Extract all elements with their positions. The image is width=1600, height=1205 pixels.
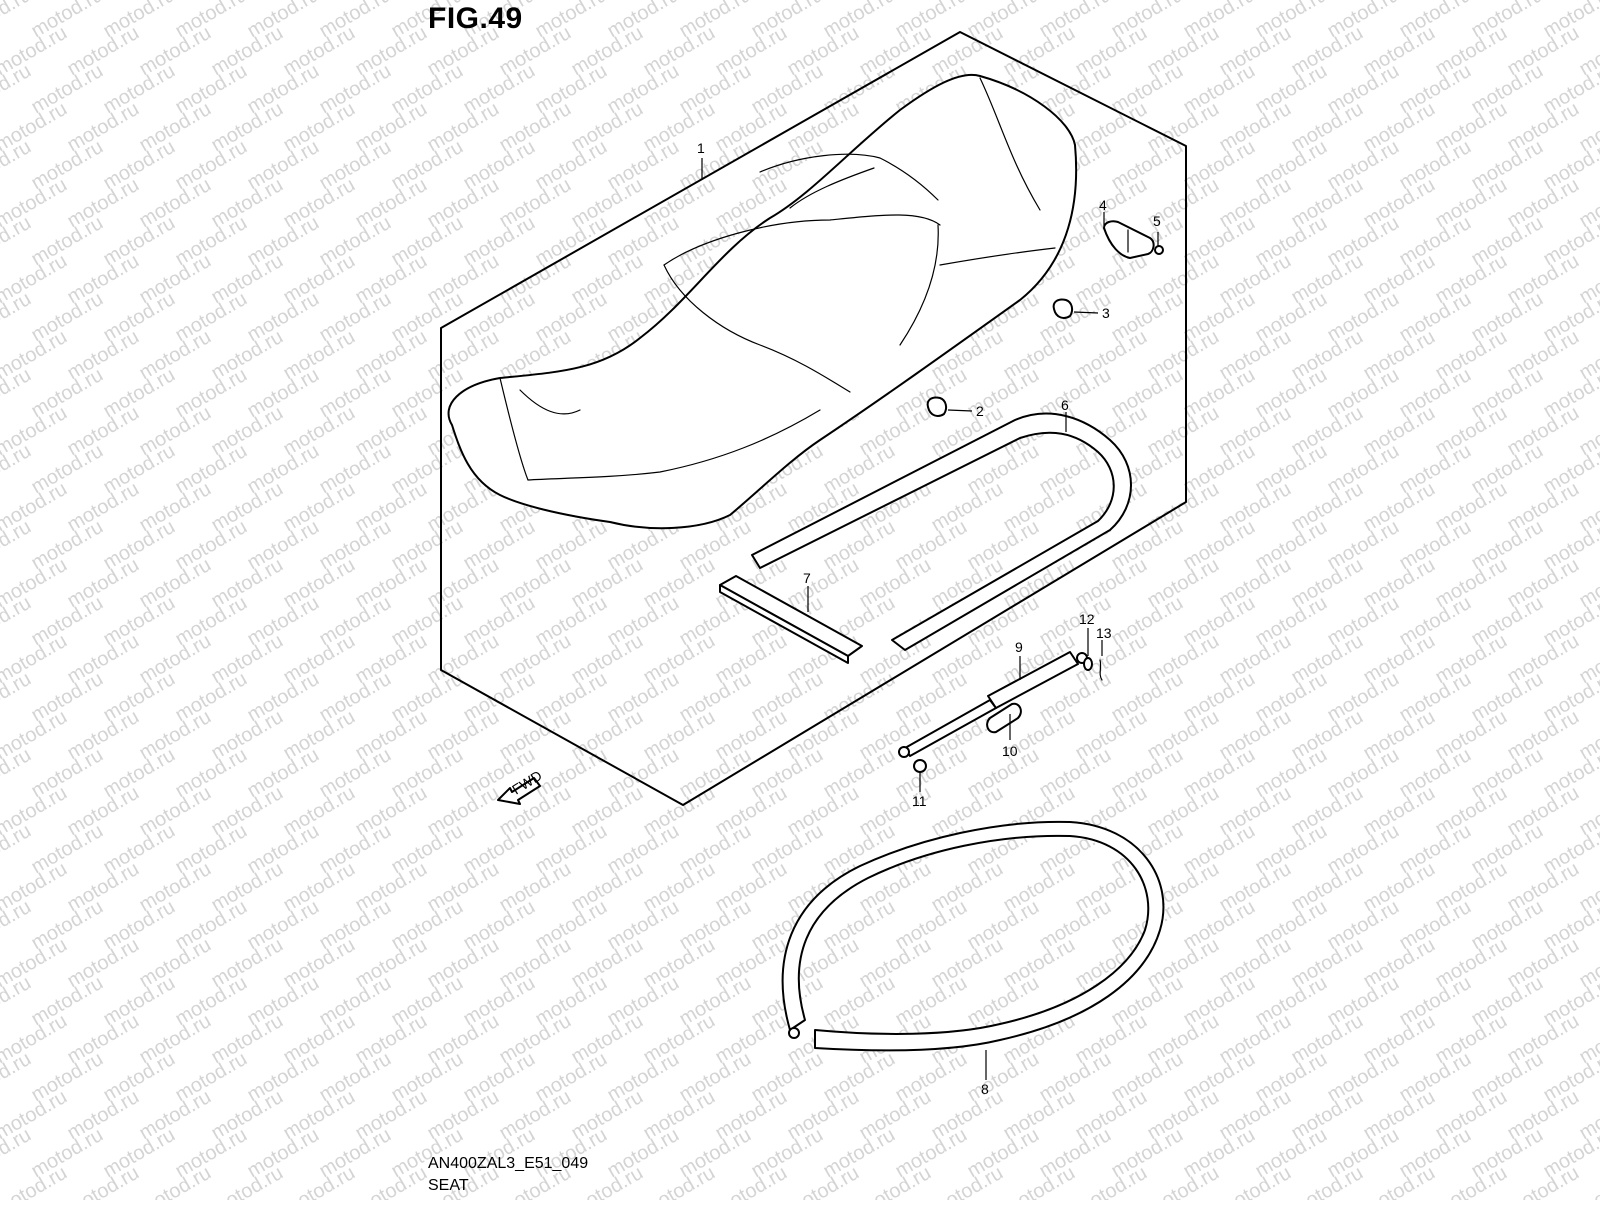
- callout-7[interactable]: 7: [803, 570, 811, 586]
- callout-5[interactable]: 5: [1153, 213, 1161, 229]
- callout-1[interactable]: 1: [697, 140, 705, 156]
- washer[interactable]: [1084, 658, 1092, 670]
- figure-title: FIG.49: [428, 2, 523, 36]
- figure-code: AN400ZAL3_E51_049: [428, 1155, 588, 1173]
- callout-9[interactable]: 9: [1015, 639, 1023, 655]
- callout-3[interactable]: 3: [1102, 305, 1110, 321]
- seat-assembly[interactable]: [449, 75, 1077, 528]
- callout-2[interactable]: 2: [976, 403, 984, 419]
- callout-13[interactable]: 13: [1096, 625, 1112, 641]
- callout-12[interactable]: 12: [1079, 611, 1095, 627]
- callout-10[interactable]: 10: [1002, 743, 1018, 759]
- nut[interactable]: [1155, 246, 1163, 254]
- callout-8[interactable]: 8: [981, 1081, 989, 1097]
- callout-4[interactable]: 4: [1099, 197, 1107, 213]
- figure-caption: SEAT: [428, 1177, 469, 1195]
- callout-6[interactable]: 6: [1061, 397, 1069, 413]
- callout-11[interactable]: 11: [912, 793, 927, 809]
